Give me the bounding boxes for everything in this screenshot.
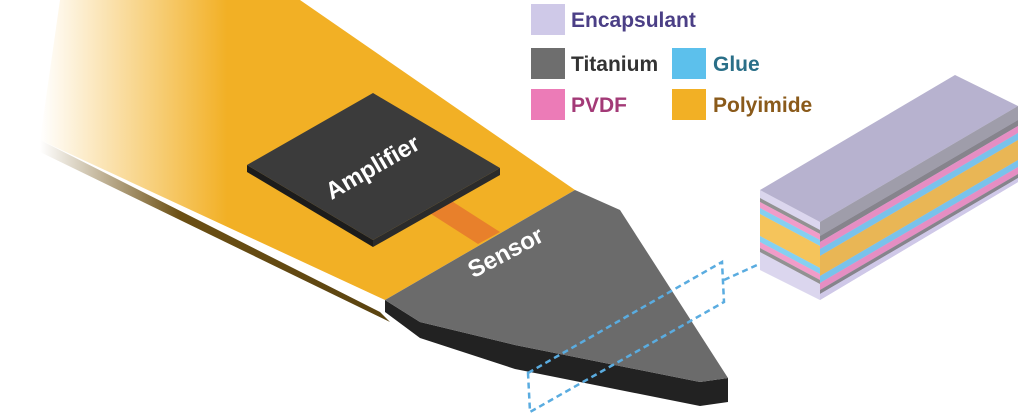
legend-item-glue: Glue — [672, 48, 760, 79]
legend-label-titanium: Titanium — [571, 53, 658, 76]
layer-stack-side — [820, 106, 1018, 300]
sensor-tip-side — [385, 300, 728, 406]
cross-section-plane — [526, 259, 726, 415]
sensor-tip-top — [385, 190, 728, 382]
amplifier-chip-side-left — [247, 165, 373, 247]
legend-swatch-glue — [672, 48, 706, 79]
legend-swatch-titanium — [531, 48, 565, 79]
amplifier-chip-side-right — [373, 168, 500, 247]
legend-swatch-pvdf — [531, 89, 565, 120]
legend-label-pvdf: PVDF — [571, 94, 627, 117]
legend-swatch-encapsulant — [531, 4, 565, 35]
legend-item-pvdf: PVDF — [531, 89, 627, 120]
polyimide-strip-side — [40, 140, 390, 322]
sensor-tip: Sensor — [385, 190, 728, 406]
legend-label-encapsulant: Encapsulant — [571, 9, 696, 32]
legend-item-encapsulant: Encapsulant — [531, 4, 696, 35]
connection-trace — [428, 200, 500, 244]
amplifier-chip: Amplifier — [247, 93, 500, 247]
legend-swatch-polyimide — [672, 89, 706, 120]
legend: Encapsulant Titanium Glue PVDF Polyimide — [531, 4, 812, 120]
amplifier-chip-top — [247, 93, 500, 240]
legend-label-polyimide: Polyimide — [713, 94, 812, 117]
layer-stack-block — [760, 75, 1018, 300]
legend-label-glue: Glue — [713, 53, 760, 76]
layer-stack-front — [760, 190, 820, 300]
legend-item-titanium: Titanium — [531, 48, 658, 79]
legend-item-polyimide: Polyimide — [672, 89, 812, 120]
layer-stack-top — [760, 75, 1018, 222]
